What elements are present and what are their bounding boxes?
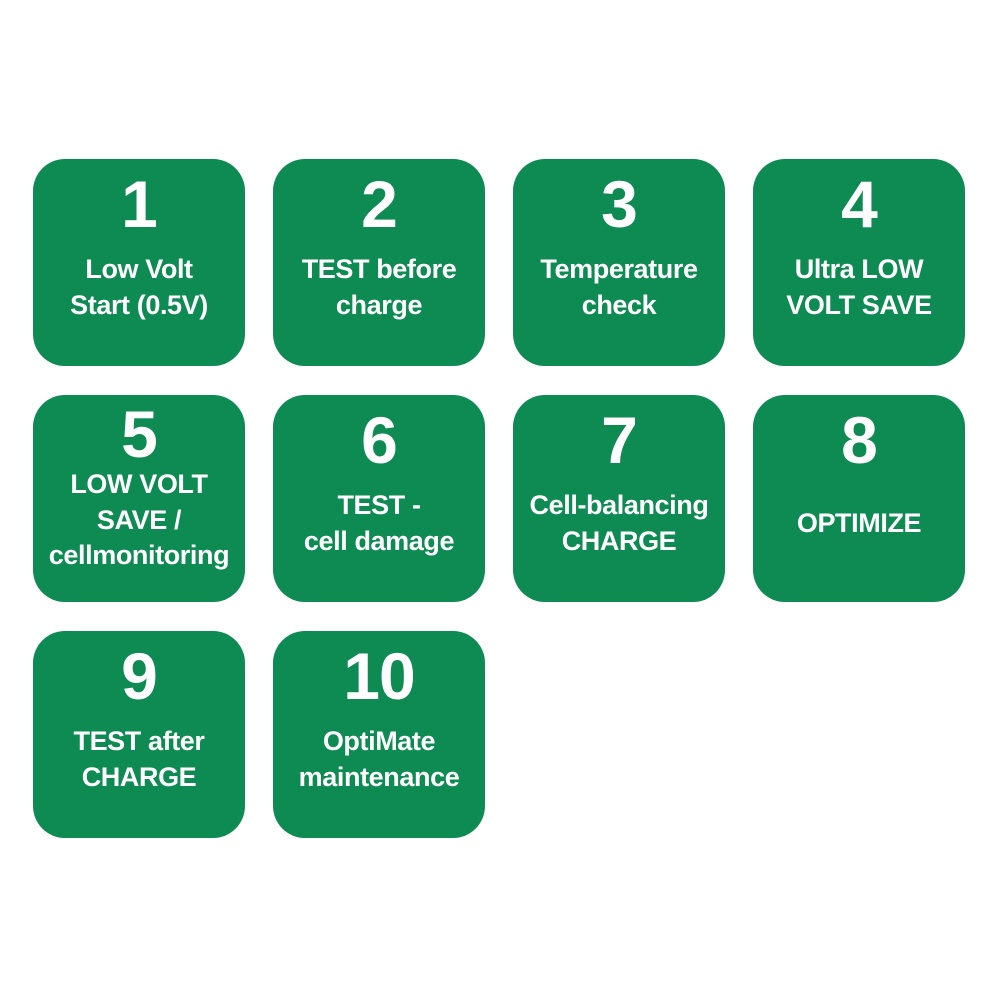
- step-card: 3 Temperature check: [513, 159, 725, 366]
- step-label: OPTIMIZE: [796, 507, 922, 538]
- step-number: 7: [601, 403, 638, 477]
- steps-grid: 1 Low Volt Start (0.5V) 2 TEST before ch…: [33, 159, 965, 838]
- step-number: 6: [361, 403, 398, 477]
- step-number: 5: [121, 397, 158, 471]
- step-label: TEST after CHARGE: [73, 725, 205, 792]
- step-number: 3: [601, 167, 638, 241]
- step-card: 8 OPTIMIZE: [753, 395, 965, 602]
- step-label: LOW VOLT SAVE / cellmonitoring: [48, 469, 230, 571]
- step-card: 4 Ultra LOW VOLT SAVE: [753, 159, 965, 366]
- step-card: 6 TEST - cell damage: [273, 395, 485, 602]
- step-number: 8: [841, 403, 878, 477]
- step-label: Ultra LOW VOLT SAVE: [786, 253, 932, 320]
- step-label: TEST before charge: [301, 253, 457, 320]
- step-card: 1 Low Volt Start (0.5V): [33, 159, 245, 366]
- step-card: 2 TEST before charge: [273, 159, 485, 366]
- step-number: 2: [361, 167, 398, 241]
- step-label: Low Volt Start (0.5V): [70, 253, 208, 320]
- step-number: 9: [121, 639, 158, 713]
- step-number: 4: [841, 167, 878, 241]
- step-card: 5 LOW VOLT SAVE / cellmonitoring: [33, 395, 245, 602]
- step-label: OptiMate maintenance: [298, 725, 460, 792]
- step-label: Temperature check: [540, 253, 698, 320]
- step-card: 9 TEST after CHARGE: [33, 631, 245, 838]
- step-card: 7 Cell-balancing CHARGE: [513, 395, 725, 602]
- step-label: Cell-balancing CHARGE: [529, 489, 709, 556]
- step-card: 10 OptiMate maintenance: [273, 631, 485, 838]
- step-number: 10: [343, 639, 415, 713]
- step-label: TEST - cell damage: [303, 489, 455, 556]
- step-number: 1: [121, 167, 158, 241]
